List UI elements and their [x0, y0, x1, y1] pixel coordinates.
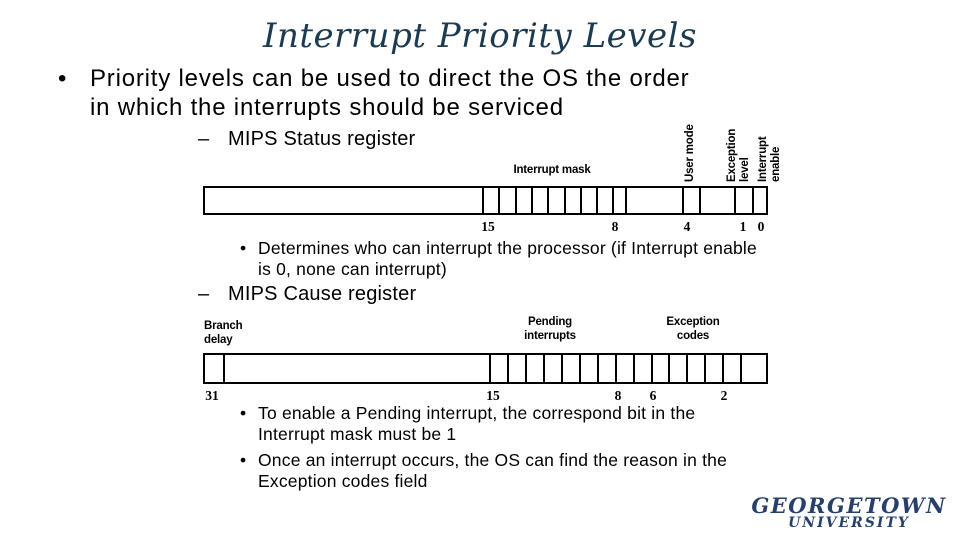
bit-number-label: 4 — [683, 219, 691, 234]
interrupt-enable-label: Interrupt enable — [757, 136, 782, 182]
register-cell-divider — [625, 188, 627, 213]
register-cell-divider — [740, 355, 742, 382]
slide-title: Interrupt Priority Levels — [263, 16, 697, 56]
bullet-enable-line2: Interrupt mask must be 1 — [258, 424, 457, 444]
status-register-heading: MIPS Status register — [228, 128, 416, 150]
exception-level-label: Exception level — [726, 128, 751, 182]
dash-marker: – — [198, 283, 210, 305]
branch-delay-label: Branch delay — [204, 320, 243, 346]
register-cell-divider — [615, 355, 617, 382]
register-cell-divider — [612, 188, 614, 213]
register-cell-divider — [579, 355, 581, 382]
logo-university-text: UNIVERSITY — [788, 515, 910, 531]
dash-marker: – — [198, 128, 210, 150]
bullet-determines-line2: is 0, none can interrupt) — [258, 259, 447, 279]
register-cell-divider — [498, 188, 500, 213]
register-cell-divider — [489, 355, 491, 382]
bullet-main: Priority levels can be used to direct th… — [90, 64, 689, 122]
bit-number-label: 8 — [611, 219, 619, 234]
register-cell-divider — [543, 355, 545, 382]
register-cell-divider — [668, 355, 670, 382]
register-cell-divider — [580, 188, 582, 213]
register-cell-divider — [531, 188, 533, 213]
register-cell-divider — [722, 355, 724, 382]
bit-number-label: 0 — [757, 219, 765, 234]
bit-number-label: 15 — [486, 388, 500, 403]
bullet-enable: To enable a Pending interrupt, the corre… — [258, 403, 695, 445]
register-cell-divider — [704, 355, 706, 382]
georgetown-university-logo: GEORGETOWN UNIVERSITY — [750, 495, 948, 530]
bullet-once: Once an interrupt occurs, the OS can fin… — [258, 450, 727, 492]
cause-register-box — [203, 353, 768, 384]
bullet-once-line2: Exception codes field — [258, 471, 428, 491]
cause-register-heading: MIPS Cause register — [228, 283, 417, 305]
register-cell-divider — [686, 355, 688, 382]
bullet-marker: • — [240, 238, 247, 258]
bullet-enable-line1: To enable a Pending interrupt, the corre… — [258, 403, 696, 423]
register-cell-divider — [651, 355, 653, 382]
register-cell-divider — [596, 188, 598, 213]
register-cell-divider — [682, 188, 684, 213]
bit-number-label: 6 — [649, 388, 657, 403]
register-cell-divider — [734, 188, 736, 213]
bit-number-label: 31 — [205, 388, 219, 403]
bit-number-label: 8 — [614, 388, 622, 403]
bullet-once-line1: Once an interrupt occurs, the OS can fin… — [258, 450, 728, 470]
bit-number-label: 2 — [720, 388, 728, 403]
status-register-box — [203, 186, 768, 215]
register-cell-divider — [561, 355, 563, 382]
bullet-main-line1: Priority levels can be used to direct th… — [90, 65, 690, 92]
interrupt-mask-label: Interrupt mask — [513, 164, 591, 176]
register-cell-divider — [597, 355, 599, 382]
exception-codes-label: Exception codes — [666, 316, 720, 342]
bullet-marker: • — [58, 65, 68, 92]
cause-register-bit-numbers: 31 15 8 6 2 — [203, 388, 768, 404]
register-cell-divider — [547, 188, 549, 213]
register-cell-divider — [507, 355, 509, 382]
logo-georgetown-text: GEORGETOWN — [751, 493, 947, 518]
pending-interrupts-label: Pending interrupts — [524, 316, 576, 342]
register-cell-divider — [525, 355, 527, 382]
user-mode-label: User mode — [684, 124, 696, 182]
register-cell-divider — [752, 188, 754, 213]
register-cell-divider — [223, 355, 225, 382]
bullet-determines: Determines who can interrupt the process… — [258, 238, 757, 280]
bullet-determines-line1: Determines who can interrupt the process… — [258, 238, 757, 258]
register-cell-divider — [564, 188, 566, 213]
bullet-marker: • — [240, 450, 247, 470]
register-cell-divider — [699, 188, 701, 213]
bit-number-label: 1 — [739, 219, 747, 234]
bullet-marker: • — [240, 403, 247, 423]
bit-number-label: 15 — [481, 219, 495, 234]
register-cell-divider — [515, 188, 517, 213]
register-cell-divider — [482, 188, 484, 213]
register-cell-divider — [633, 355, 635, 382]
bullet-main-line2: in which the interrupts should be servic… — [90, 94, 564, 121]
